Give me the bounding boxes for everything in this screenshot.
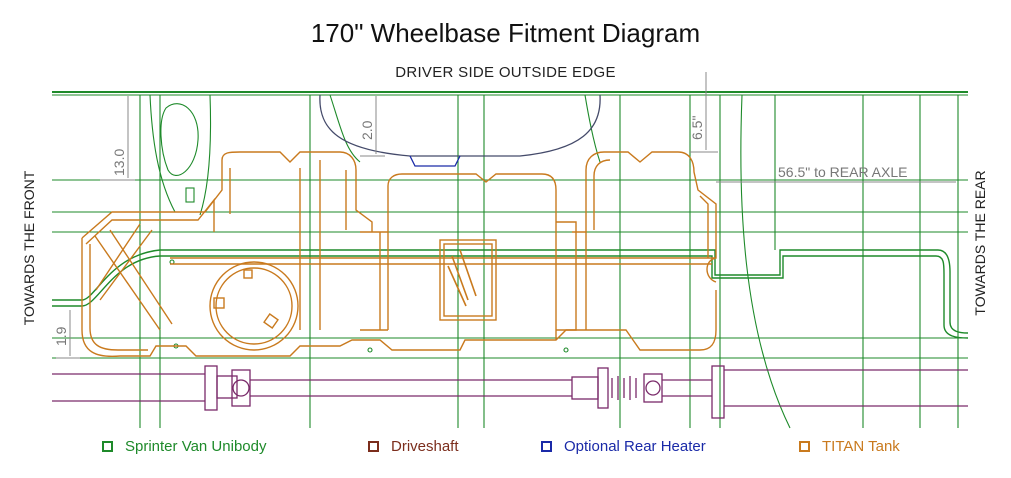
driveshaft-outline — [52, 365, 968, 419]
legend-label-rear-heater: Optional Rear Heater — [564, 438, 706, 455]
legend-swatch-driveshaft — [368, 441, 379, 452]
dimension-lines — [56, 72, 956, 359]
dimension-13: 13.0 — [111, 149, 127, 176]
legend-label-titan-tank: TITAN Tank — [822, 438, 900, 455]
legend-rear-heater: Optional Rear Heater — [541, 438, 706, 455]
dimension-2: 2.0 — [359, 120, 375, 140]
legend-titan-tank: TITAN Tank — [799, 438, 900, 455]
unibody-outline — [52, 91, 969, 429]
tank-label-plate — [447, 249, 477, 307]
driver-side-edge-label: DRIVER SIDE OUTSIDE EDGE — [395, 64, 616, 81]
legend-driveshaft: Driveshaft — [368, 438, 459, 455]
legend-unibody: Sprinter Van Unibody — [102, 438, 266, 455]
rear-heater-outline — [319, 94, 601, 167]
diagram-title: 170" Wheelbase Fitment Diagram — [310, 18, 701, 48]
legend-swatch-titan-tank — [799, 441, 810, 452]
legend-label-unibody: Sprinter Van Unibody — [125, 438, 267, 455]
oval-cutout — [160, 103, 199, 176]
legend-swatch-unibody — [102, 441, 113, 452]
dimension-1-9: 1.9 — [53, 326, 69, 346]
legend-label-driveshaft: Driveshaft — [391, 438, 459, 455]
legend: Sprinter Van Unibody Driveshaft Optional… — [0, 438, 1011, 460]
legend-swatch-rear-heater — [541, 441, 552, 452]
titan-tank-outline — [81, 151, 717, 358]
dimension-6-5: 6.5" — [689, 116, 705, 140]
dimension-rear-axle: 56.5" to REAR AXLE — [778, 164, 908, 180]
